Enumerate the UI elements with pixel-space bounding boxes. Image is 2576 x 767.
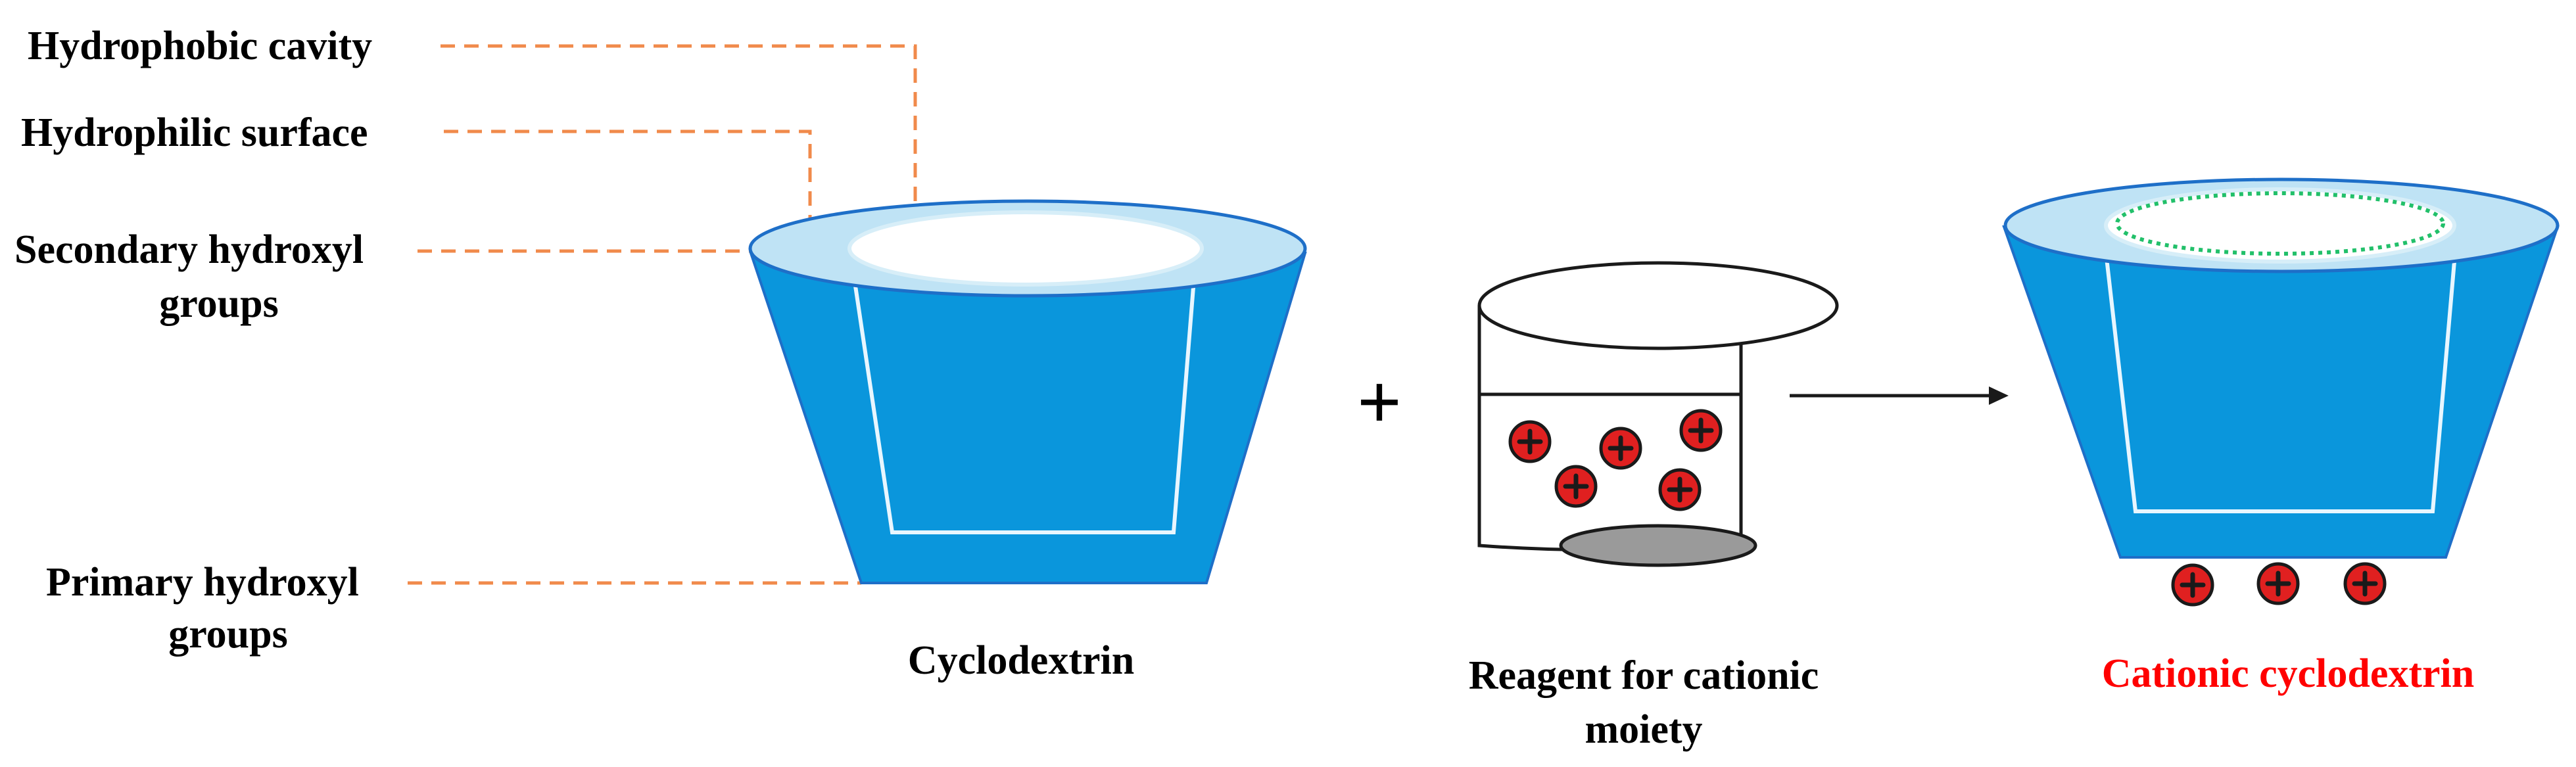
hydrophobic-cavity-opening — [847, 210, 1204, 287]
cation-3 — [1681, 411, 1721, 450]
cation-2 — [1601, 429, 1640, 468]
label-secondary-hydroxyl-line1: Secondary hydroxyl — [14, 227, 364, 272]
cationic-cone-body — [2002, 225, 2560, 559]
cation-5 — [1660, 470, 1700, 509]
beaker-base — [1559, 524, 1757, 567]
plus-operator: + — [1357, 358, 1402, 446]
label-hydrophilic-surface: Hydrophilic surface — [21, 110, 368, 155]
label-cationic-cyclodextrin: Cationic cyclodextrin — [2102, 651, 2475, 696]
label-reagent-line2: moiety — [1585, 707, 1702, 752]
beaker-top — [1477, 261, 1839, 350]
bound-cation-2 — [2258, 564, 2298, 603]
cationic-cyclodextrin-cone — [2002, 177, 2560, 605]
bound-cation-3 — [2345, 564, 2385, 603]
reagent-beaker — [1477, 261, 1839, 567]
label-primary-hydroxyl-line2: groups — [168, 612, 288, 657]
label-hydrophobic-cavity: Hydrophobic cavity — [28, 24, 372, 68]
label-reagent-line1: Reagent for cationic — [1469, 653, 1819, 698]
cation-1 — [1510, 422, 1550, 461]
leader-hydrophilic-surface — [444, 129, 812, 227]
cyclodextrin-cone — [748, 199, 1307, 584]
leader-lines — [408, 44, 917, 585]
reaction-arrow — [1790, 386, 2009, 405]
label-primary-hydroxyl-line1: Primary hydroxyl — [46, 560, 359, 605]
label-secondary-hydroxyl-line2: groups — [159, 281, 279, 326]
cation-4 — [1556, 467, 1596, 506]
cationic-cavity-opening — [2104, 187, 2456, 264]
label-cyclodextrin: Cyclodextrin — [908, 638, 1134, 683]
leader-hydrophobic-cavity — [441, 44, 917, 279]
dotted-cavity-ring — [2115, 191, 2445, 256]
bound-cation-1 — [2173, 565, 2212, 605]
